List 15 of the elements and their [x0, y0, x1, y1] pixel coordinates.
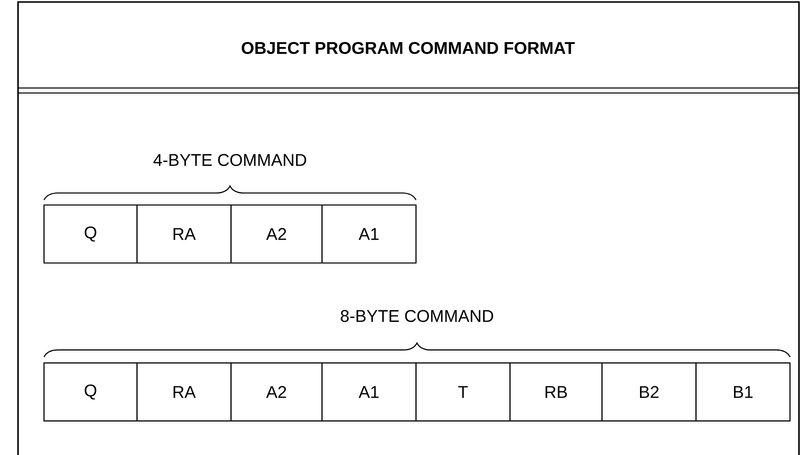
command-field-box: A1 — [321, 204, 417, 264]
title: OBJECT PROGRAM COMMAND FORMAT — [242, 42, 575, 54]
command-field-box: RA — [136, 362, 232, 422]
command-field-box: B2 — [601, 362, 697, 422]
command-field-box: A2 — [230, 204, 323, 264]
brace-label: 8-BYTE COMMAND — [340, 310, 494, 322]
command-field-box: Q — [43, 362, 138, 422]
command-field-box: Q — [43, 204, 138, 264]
command-field-box: RA — [136, 204, 232, 264]
command-field-box: RB — [509, 362, 603, 422]
brace-label: 4-BYTE COMMAND — [153, 154, 306, 166]
command-field-box: A1 — [321, 362, 417, 422]
command-field-box: T — [415, 362, 511, 422]
command-field-box: B1 — [695, 362, 791, 422]
command-field-box: A2 — [230, 362, 323, 422]
